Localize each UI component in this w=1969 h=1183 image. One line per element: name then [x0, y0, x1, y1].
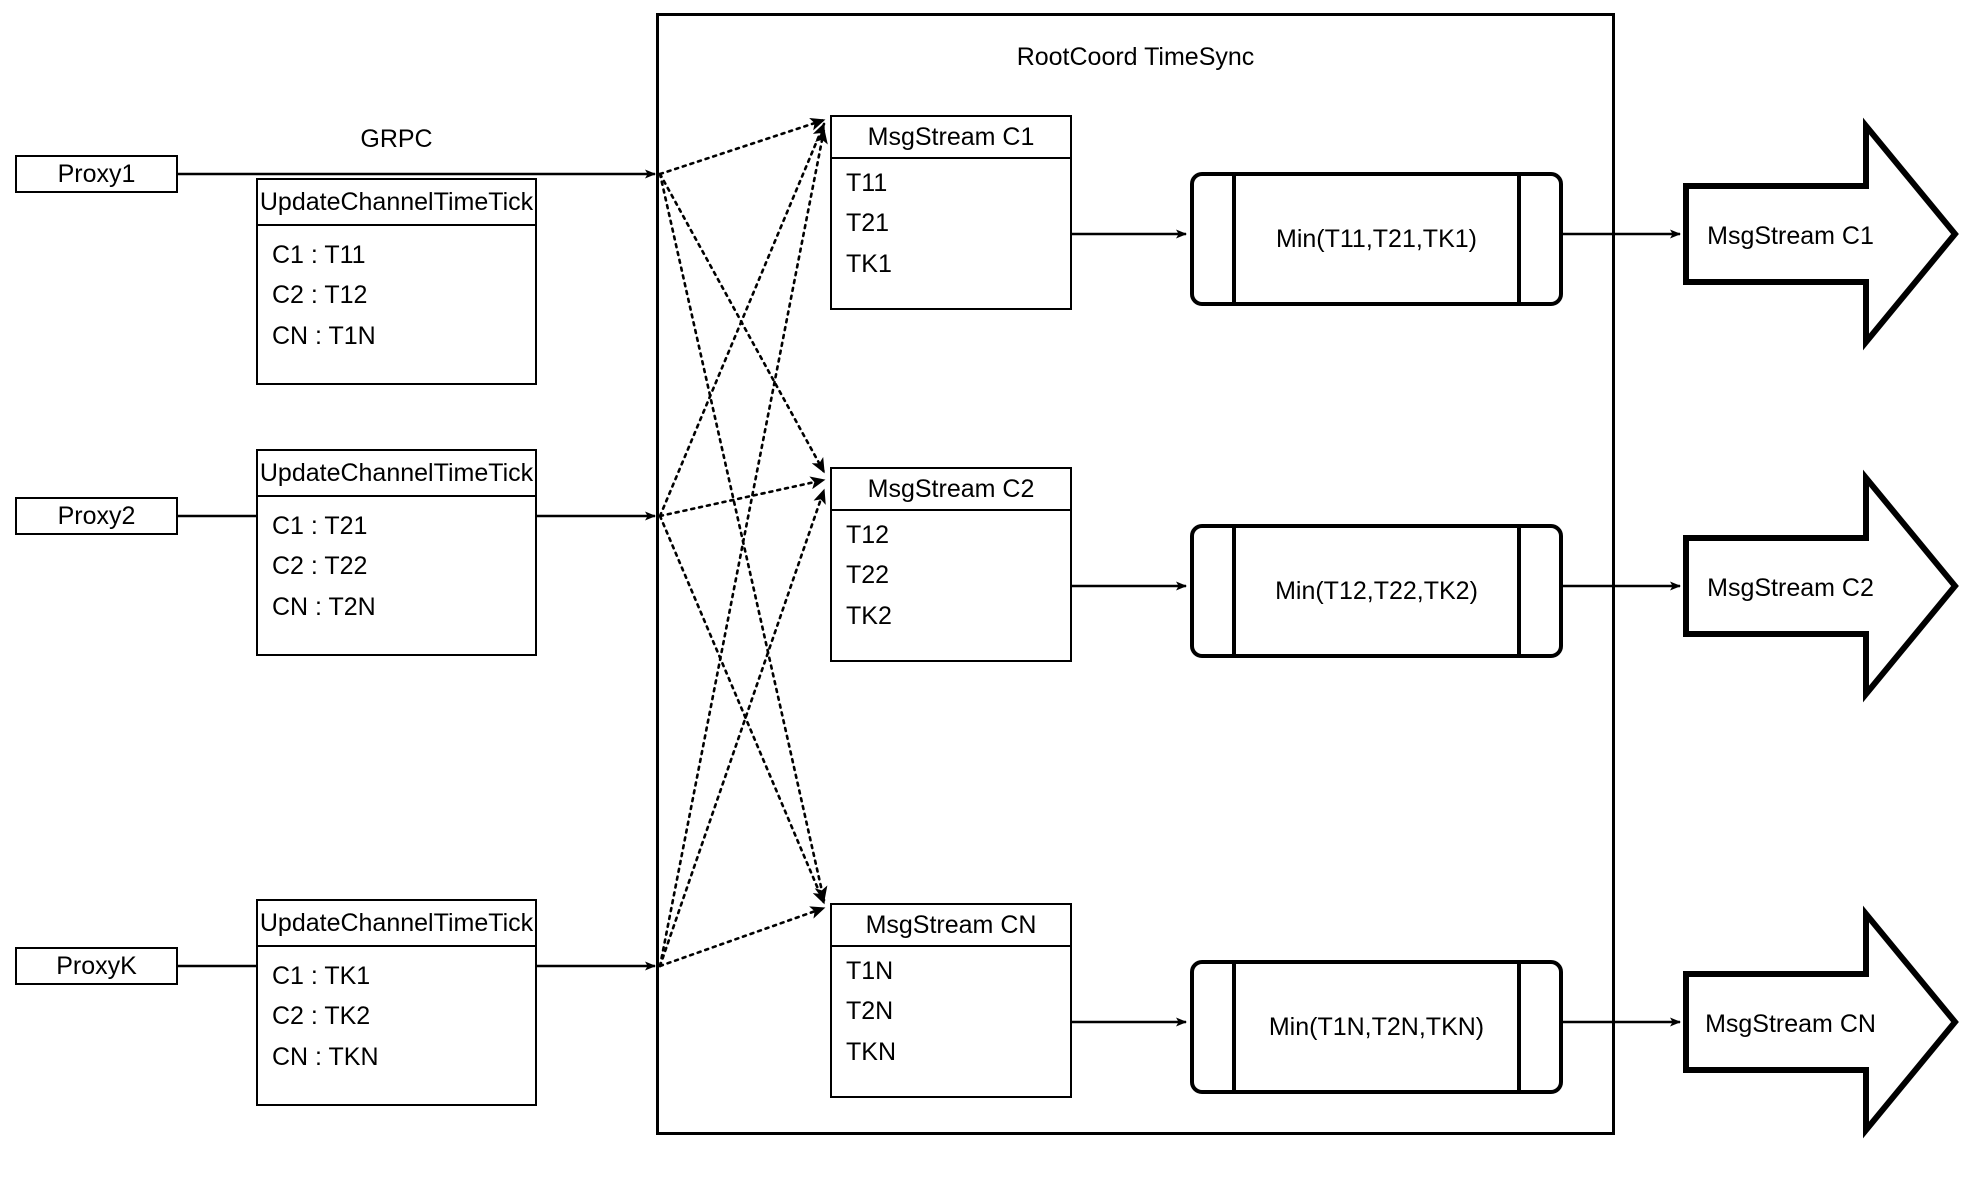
- msgstream-title-2: MsgStream C2: [832, 469, 1070, 511]
- min-label-1: Min(T11,T21,TK1): [1276, 224, 1477, 253]
- msgstream-rows-2: T12 T22 TK2: [832, 511, 1070, 660]
- output-msgstream-label-3: MsgStream CN: [1705, 1010, 1876, 1038]
- msgstream-row: T12: [846, 521, 890, 549]
- process-bar-right: [1517, 528, 1521, 654]
- update-channel-timetick-box-2: UpdateChannelTimeTick C1 : T21 C2 : T22 …: [256, 449, 537, 656]
- msgstream-rows-3: T1N T2N TKN: [832, 947, 1070, 1096]
- msgstream-row: TKN: [846, 1038, 896, 1066]
- min-label-3: Min(T1N,T2N,TKN): [1268, 1012, 1485, 1041]
- process-bar-right: [1517, 176, 1521, 302]
- msgstream-box-1: MsgStream C1 T11 T21 TK1: [830, 115, 1072, 310]
- uct-row: C1 : T11: [272, 241, 366, 269]
- uct-row: CN : T2N: [272, 593, 376, 621]
- uct-title-1: UpdateChannelTimeTick: [258, 180, 535, 226]
- msgstream-row: TK2: [846, 602, 892, 630]
- update-channel-timetick-box-1: UpdateChannelTimeTick C1 : T11 C2 : T12 …: [256, 178, 537, 385]
- uct-rows-3: C1 : TK1 C2 : TK2 CN : TKN: [258, 947, 535, 1104]
- update-channel-timetick-box-3: UpdateChannelTimeTick C1 : TK1 C2 : TK2 …: [256, 899, 537, 1106]
- rootcoord-title: RootCoord TimeSync: [1016, 43, 1255, 71]
- uct-row: C1 : TK1: [272, 962, 371, 990]
- uct-row: CN : TKN: [272, 1043, 379, 1071]
- output-msgstream-2: MsgStream C2: [1686, 478, 1955, 694]
- msgstream-row: T11: [846, 169, 888, 197]
- uct-row: CN : T1N: [272, 322, 376, 350]
- output-msgstream-3: MsgStream CN: [1686, 914, 1955, 1130]
- msgstream-title-1: MsgStream C1: [832, 117, 1070, 159]
- msgstream-row: T2N: [846, 997, 894, 1025]
- process-bar-left: [1232, 528, 1236, 654]
- uct-row: C1 : T21: [272, 512, 368, 540]
- uct-title-2: UpdateChannelTimeTick: [258, 451, 535, 497]
- uct-rows-1: C1 : T11 C2 : T12 CN : T1N: [258, 226, 535, 383]
- uct-row: C2 : TK2: [272, 1002, 371, 1030]
- output-msgstream-1: MsgStream C1: [1686, 126, 1955, 342]
- process-bar-left: [1232, 176, 1236, 302]
- min-label-2: Min(T12,T22,TK2): [1275, 576, 1478, 605]
- msgstream-title-3: MsgStream CN: [832, 905, 1070, 947]
- output-msgstream-label-2: MsgStream C2: [1707, 574, 1874, 602]
- process-bar-right: [1517, 964, 1521, 1090]
- msgstream-rows-1: T11 T21 TK1: [832, 159, 1070, 308]
- uct-rows-2: C1 : T21 C2 : T22 CN : T2N: [258, 497, 535, 654]
- uct-title-3: UpdateChannelTimeTick: [258, 901, 535, 947]
- proxy-box-2[interactable]: Proxy2: [15, 497, 178, 535]
- msgstream-box-3: MsgStream CN T1N T2N TKN: [830, 903, 1072, 1098]
- msgstream-row: T22: [846, 561, 890, 589]
- grpc-label-1: GRPC: [360, 125, 433, 153]
- msgstream-row: T1N: [846, 957, 894, 985]
- proxy-box-3[interactable]: ProxyK: [15, 947, 178, 985]
- min-process-box-1: Min(T11,T21,TK1): [1190, 172, 1563, 306]
- msgstream-row: TK1: [846, 250, 892, 278]
- rootcoord-container: [656, 13, 1615, 1135]
- uct-row: C2 : T22: [272, 552, 368, 580]
- msgstream-row: T21: [846, 209, 890, 237]
- proxy-box-1[interactable]: Proxy1: [15, 155, 178, 193]
- min-process-box-2: Min(T12,T22,TK2): [1190, 524, 1563, 658]
- process-bar-left: [1232, 964, 1236, 1090]
- min-process-box-3: Min(T1N,T2N,TKN): [1190, 960, 1563, 1094]
- uct-row: C2 : T12: [272, 281, 368, 309]
- msgstream-box-2: MsgStream C2 T12 T22 TK2: [830, 467, 1072, 662]
- output-msgstream-label-1: MsgStream C1: [1707, 222, 1874, 250]
